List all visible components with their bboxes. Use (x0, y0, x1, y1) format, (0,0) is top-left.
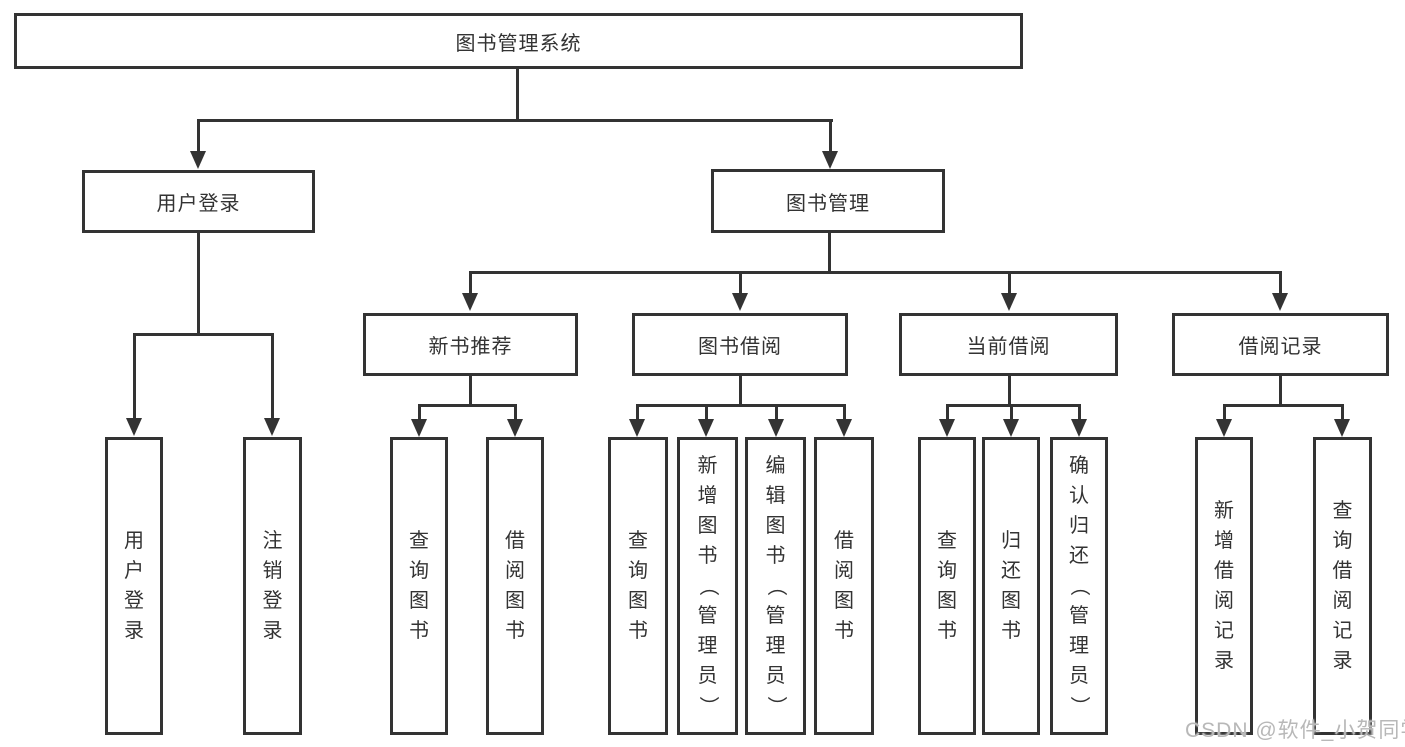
csdn-watermark: CSDN @软件_小贺同学 (1185, 719, 1405, 742)
edge-book-borrow-stem (739, 376, 742, 407)
node-book-mgmt: 图书管理 (711, 169, 945, 233)
edge-to-user-login-stub (197, 119, 200, 153)
leaf-query-books-2: 查询图书 (608, 437, 668, 735)
node-user-login-label: 用户登录 (156, 193, 241, 215)
edge-stub (636, 404, 639, 421)
edge-root-bar (197, 119, 833, 122)
edge-borrow-records-bar (1223, 404, 1344, 407)
arrowhead (836, 419, 852, 437)
edge-book-mgmt-bar (469, 271, 1282, 274)
edge-new-book-rec-stem (469, 376, 472, 407)
edge-stub (1223, 404, 1226, 421)
edge-new-book-rec-bar (418, 404, 517, 407)
edge-root-stem (516, 68, 519, 122)
arrowhead-to-book-mgmt (822, 151, 838, 169)
leaf-edit-books-admin: 编辑图书（管理员） (745, 437, 806, 735)
leaf-borrow-books-2: 借阅图书 (814, 437, 874, 735)
node-borrow-records: 借阅记录 (1172, 313, 1389, 376)
leaf-query-books-3-label: 查询图书 (937, 530, 957, 642)
leaf-add-borrow-record-label: 新增借阅记录 (1214, 500, 1234, 672)
node-root-label: 图书管理系统 (455, 32, 582, 55)
edge-to-leaf-logout-stub (271, 333, 274, 420)
leaf-confirm-return-admin-label: 确认归还（管理员） (1068, 455, 1090, 716)
node-book-mgmt-label: 图书管理 (786, 192, 870, 215)
node-book-borrow: 图书借阅 (632, 313, 848, 376)
edge-to-leaf-login-stub (133, 333, 136, 420)
edge-stub (1010, 404, 1013, 421)
edge-user-login-bar (133, 333, 274, 336)
node-current-borrow: 当前借阅 (899, 313, 1118, 376)
edge-stub (418, 404, 421, 421)
arrowhead-to-leaf-logout (264, 418, 280, 436)
leaf-query-borrow-record: 查询借阅记录 (1313, 437, 1372, 735)
edge-stub (514, 404, 517, 421)
leaf-user-login: 用户登录 (105, 437, 163, 735)
leaf-logout-label: 注销登录 (262, 530, 283, 642)
edge-current-borrow-bar (946, 404, 1081, 407)
leaf-borrow-books-1: 借阅图书 (486, 437, 544, 735)
node-current-borrow-label: 当前借阅 (966, 336, 1051, 358)
arrowhead-to-user-login (190, 151, 206, 169)
edge-current-borrow-stem (1008, 376, 1011, 407)
arrowhead (629, 419, 645, 437)
edge-stub (843, 404, 846, 421)
leaf-edit-books-admin-label: 编辑图书（管理员） (764, 455, 787, 716)
edge-to-new-book-rec-stub (469, 271, 472, 295)
node-borrow-records-label: 借阅记录 (1238, 336, 1323, 358)
edge-stub (705, 404, 708, 421)
leaf-return-books-label: 归还图书 (1001, 530, 1021, 642)
leaf-add-borrow-record: 新增借阅记录 (1195, 437, 1253, 735)
arrowhead (939, 419, 955, 437)
arrowhead-to-leaf-login (126, 418, 142, 436)
leaf-add-books-admin-label: 新增图书（管理员） (696, 455, 719, 716)
arrowhead-to-new-book-rec (462, 293, 478, 311)
node-new-book-rec: 新书推荐 (363, 313, 578, 376)
edge-borrow-records-stem (1279, 376, 1282, 407)
leaf-borrow-books-2-label: 借阅图书 (834, 530, 854, 642)
edge-book-borrow-bar (636, 404, 846, 407)
arrowhead-to-book-borrow (732, 293, 748, 311)
arrowhead (1334, 419, 1350, 437)
arrowhead (1071, 419, 1087, 437)
leaf-confirm-return-admin: 确认归还（管理员） (1050, 437, 1108, 735)
arrowhead (768, 419, 784, 437)
leaf-user-login-label: 用户登录 (124, 530, 144, 642)
leaf-logout: 注销登录 (243, 437, 302, 735)
edge-to-borrow-records-stub (1279, 271, 1282, 295)
edge-stub (1078, 404, 1081, 421)
edge-stub (1341, 404, 1344, 421)
edge-user-login-stem (197, 233, 200, 336)
edge-stub (946, 404, 949, 421)
node-book-borrow-label: 图书借阅 (698, 336, 782, 358)
arrowhead-to-borrow-records (1272, 293, 1288, 311)
leaf-add-books-admin: 新增图书（管理员） (677, 437, 738, 735)
node-root: 图书管理系统 (14, 13, 1023, 69)
leaf-query-books-2-label: 查询图书 (628, 530, 648, 642)
edge-to-book-borrow-stub (739, 271, 742, 295)
leaf-query-borrow-record-label: 查询借阅记录 (1332, 500, 1353, 672)
edge-to-book-mgmt-stub (829, 119, 832, 153)
arrowhead (507, 419, 523, 437)
leaf-return-books: 归还图书 (982, 437, 1040, 735)
arrowhead (1003, 419, 1019, 437)
leaf-borrow-books-1-label: 借阅图书 (505, 530, 525, 642)
arrowhead (1216, 419, 1232, 437)
leaf-query-books-3: 查询图书 (918, 437, 976, 735)
arrowhead (411, 419, 427, 437)
node-user-login: 用户登录 (82, 170, 315, 233)
arrowhead (698, 419, 714, 437)
arrowhead-to-current-borrow (1001, 293, 1017, 311)
node-new-book-rec-label: 新书推荐 (428, 336, 513, 358)
edge-to-current-borrow-stub (1008, 271, 1011, 295)
edge-stub (775, 404, 778, 421)
leaf-query-books-1-label: 查询图书 (409, 530, 429, 642)
leaf-query-books-1: 查询图书 (390, 437, 448, 735)
edge-book-mgmt-stem (828, 233, 831, 274)
